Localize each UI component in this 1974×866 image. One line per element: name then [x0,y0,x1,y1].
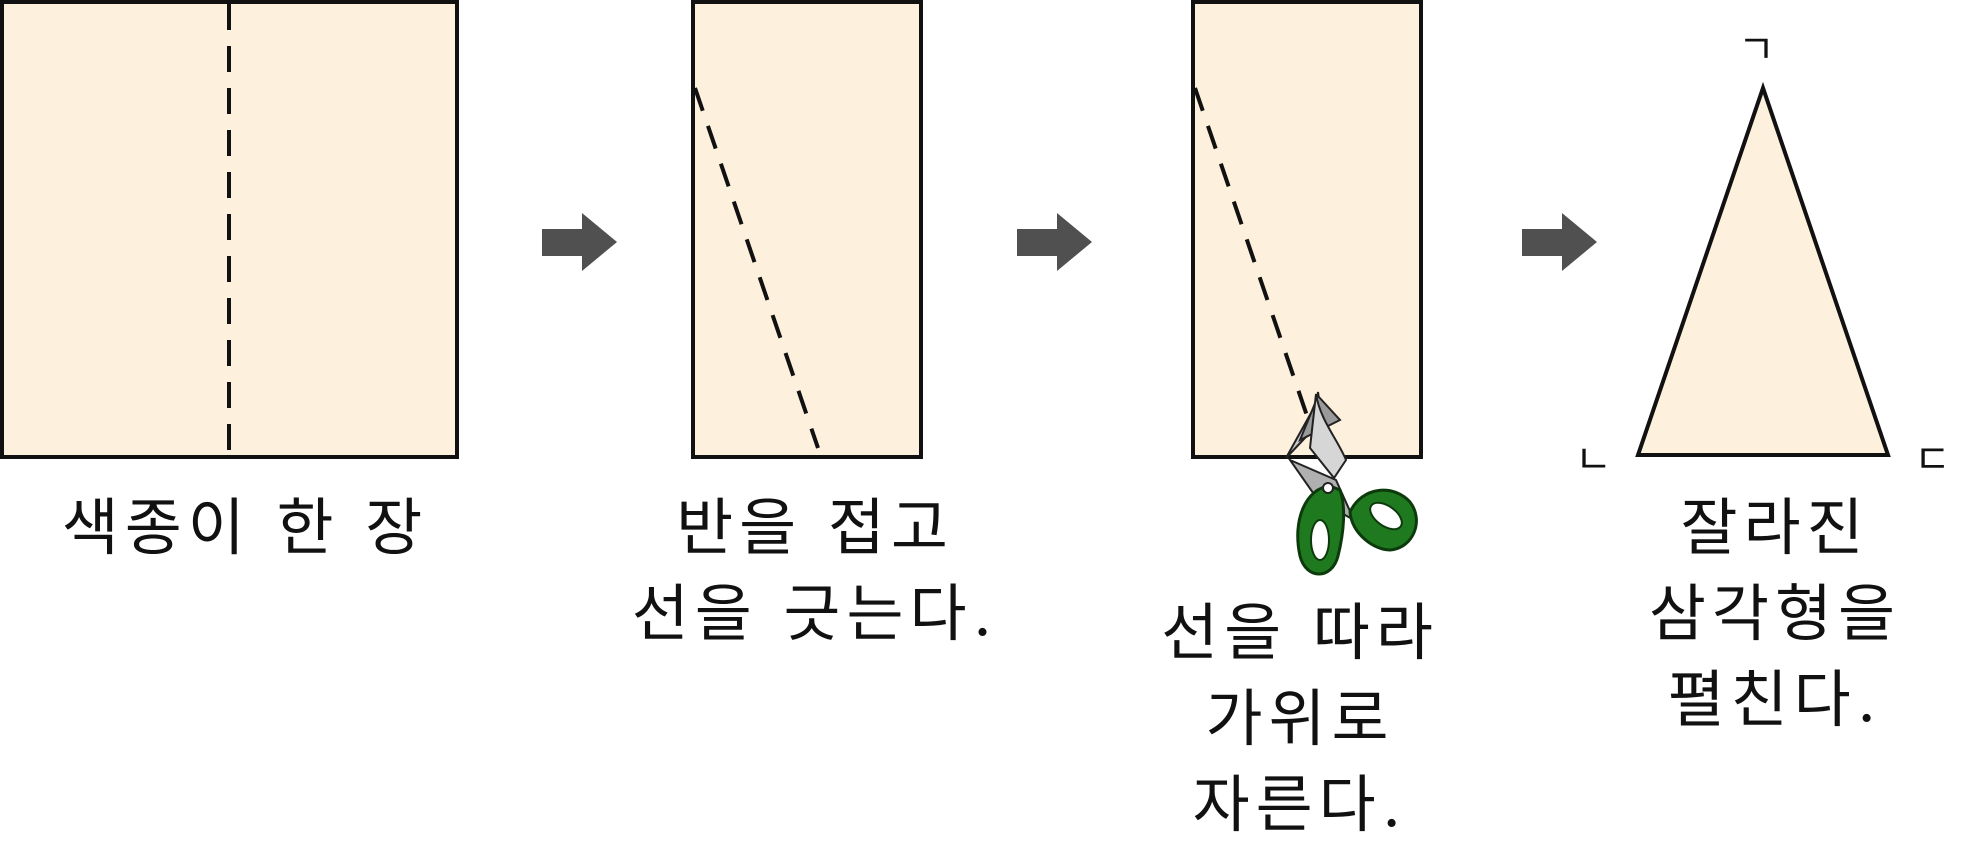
step-2-folded-paper [691,0,923,459]
caption-line: 자른다. [1192,768,1408,841]
caption-line: 펼친다. [1667,663,1883,736]
diagonal-cut-line [1193,87,1320,449]
step-1-caption: 색종이 한 장 [10,485,480,571]
scissors-icon [1285,391,1418,576]
vertex-label-right: ㄷ [1914,437,1951,483]
caption-line: 선을 따라 [1161,596,1439,669]
arrow-icon [1017,213,1092,271]
half-paper-sheet [691,0,923,459]
step-4-caption: 잘라진 삼각형을 펼친다. [1590,485,1960,743]
step-1-colored-paper [0,0,459,459]
step-3-cutting [1191,0,1423,576]
step-4-triangle [1635,81,1891,457]
step-3-caption: 선을 따라 가위로 자른다. [1115,590,1485,848]
caption-line: 선을 긋는다. [631,577,999,650]
half-paper-sheet [1191,0,1423,459]
vertex-label-top: ㄱ [1738,27,1775,73]
caption-line: 반을 접고 [676,491,954,564]
caption-line: 삼각형을 [1648,577,1902,650]
caption-line: 색종이 한 장 [61,491,429,564]
arrow-icon [1522,213,1597,271]
isosceles-triangle [1635,81,1891,457]
step-2-caption: 반을 접고 선을 긋는다. [580,485,1050,657]
caption-line: 잘라진 [1680,491,1870,564]
caption-line: 가위로 [1205,682,1395,755]
diagonal-cut-line [693,87,820,449]
arrow-icon [542,213,617,271]
vertex-label-left: ㄴ [1575,437,1612,483]
